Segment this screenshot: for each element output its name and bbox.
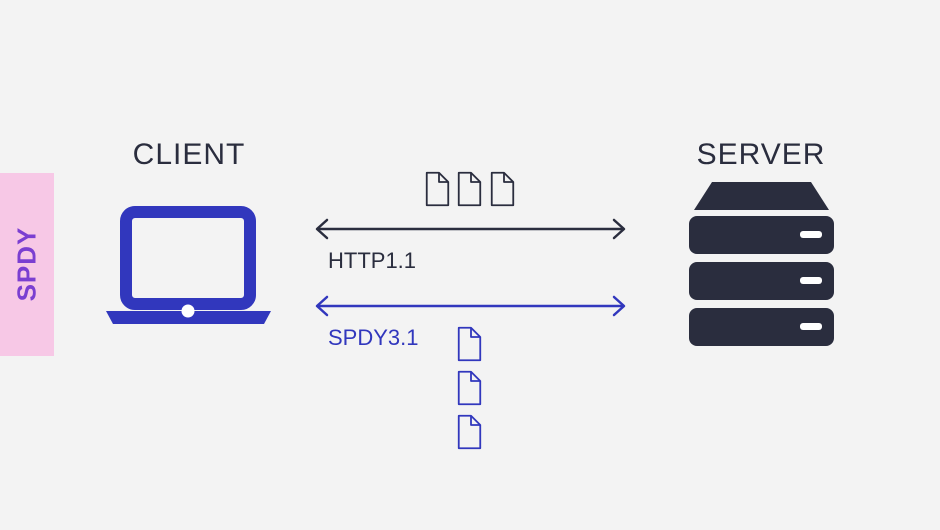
server-label: SERVER (696, 138, 826, 171)
http-label: HTTP1.1 (328, 248, 417, 273)
spdy-documents (457, 326, 482, 450)
document-icon (425, 171, 450, 207)
http-documents (425, 171, 515, 207)
document-icon (490, 171, 515, 207)
client-label: CLIENT (132, 138, 246, 171)
document-icon (457, 370, 482, 406)
http-arrow (315, 218, 626, 240)
server-icon (689, 182, 834, 346)
document-icon (457, 414, 482, 450)
spdy-label: SPDY3.1 (328, 325, 419, 350)
document-icon (457, 171, 482, 207)
side-tab: SPDY (0, 173, 54, 356)
document-icon (457, 326, 482, 362)
spdy-arrow (315, 295, 626, 317)
laptop-icon (106, 206, 271, 324)
